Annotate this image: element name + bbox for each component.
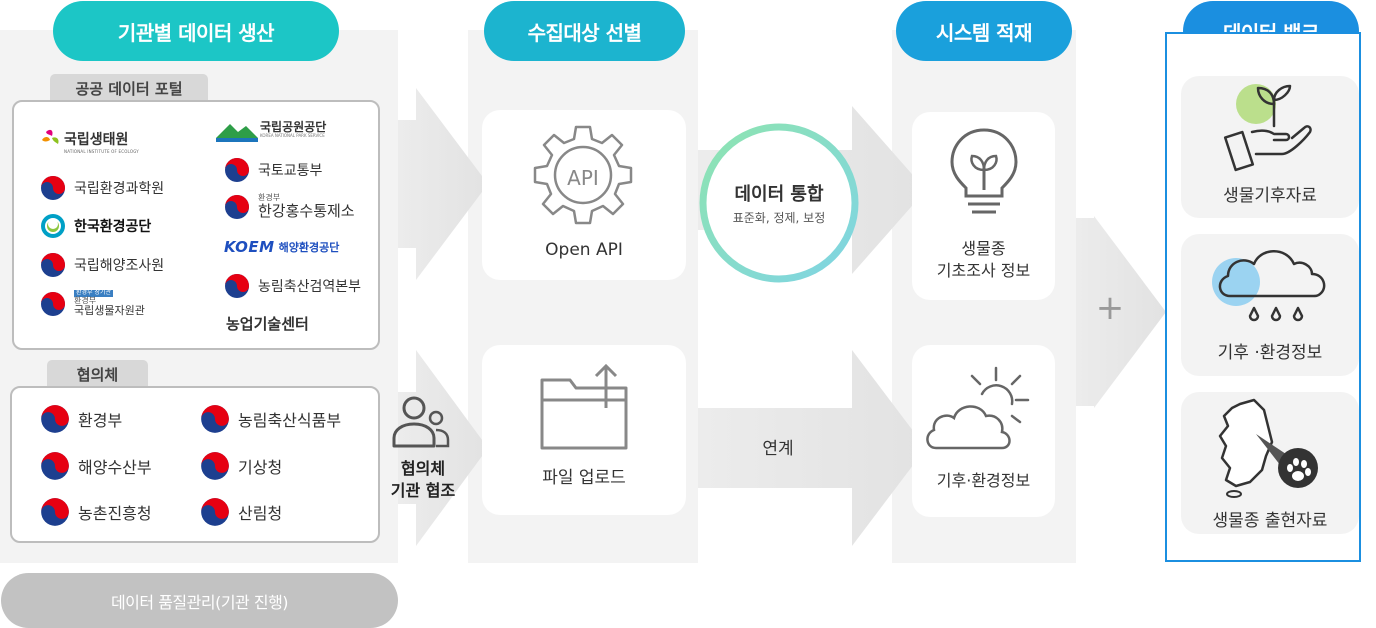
integrate-ring xyxy=(699,123,859,283)
org-nier: 국립환경과학원 xyxy=(40,175,164,201)
rain-cloud-icon xyxy=(1212,250,1326,322)
org-nie: 국립생태원 NATIONAL INSTITUTE OF ECOLOGY xyxy=(40,128,139,154)
keco-logo-icon xyxy=(41,214,65,238)
org-nier-name: 국립환경과학원 xyxy=(74,181,165,197)
knps-logo-icon xyxy=(216,124,258,142)
people-icon xyxy=(392,396,450,448)
cloud-sun-icon xyxy=(926,366,1030,450)
arrow-upload-to-system xyxy=(698,350,926,546)
koem-logo-icon: KOEM xyxy=(224,238,275,256)
org-nibr-tag: 환경부 장기관 xyxy=(74,289,114,297)
arrow-agency-to-api xyxy=(398,88,488,280)
korea-map-paw-icon xyxy=(1218,398,1318,498)
quality-management-badge: 데이터 품질관리(기관 진행) xyxy=(1,573,398,628)
org-molit: 국토교통부 xyxy=(224,157,322,183)
org-hrfco-ministry: 환경부 xyxy=(258,193,281,203)
council-item-mafra: 농림축산식품부 xyxy=(200,404,341,434)
org-nie-name: 국립생태원 xyxy=(64,131,129,148)
coop-label: 협의체 기관 협조 xyxy=(390,459,456,501)
org-nibr-ministry: 환경부 xyxy=(74,295,97,305)
climate-info-label: 기후·환경정보 xyxy=(936,471,1031,490)
integrate-title: 데이터 통합 xyxy=(734,184,824,205)
integrate-subtitle: 표준화, 정제, 보정 xyxy=(732,211,826,225)
taegeuk-icon xyxy=(41,452,69,480)
header-agency-production: 기관별 데이터 생산 xyxy=(53,1,339,61)
card-open-api xyxy=(482,110,686,280)
api-gear-icon xyxy=(533,125,633,225)
arrow-system-to-bank xyxy=(1076,216,1166,408)
plus-sign: + xyxy=(1095,288,1125,328)
taegeuk-icon xyxy=(41,498,69,526)
public-data-portal-panel xyxy=(12,100,380,350)
council-item-label: 농림축산식품부 xyxy=(238,411,342,430)
org-knps-name: 국립공원공단 xyxy=(260,120,327,135)
org-nibr: 환경부 장기관 환경부 국립생물자원관 xyxy=(40,289,145,318)
nie-logo-icon xyxy=(42,129,59,144)
org-knps-sub: KOREA NATIONAL PARK SERVICE xyxy=(260,133,325,139)
lightbulb-sprout-icon xyxy=(950,128,1018,214)
org-nie-sub: NATIONAL INSTITUTE OF ECOLOGY xyxy=(64,148,139,154)
council-item-rda: 농촌진흥청 xyxy=(40,497,152,527)
taegeuk-icon xyxy=(41,405,69,433)
tab-public-data-portal: 공공 데이터 포털 xyxy=(50,74,208,102)
org-qia-name: 농림축산검역본부 xyxy=(258,279,362,295)
header-collection-selection: 수집대상 선별 xyxy=(484,1,685,61)
bank-item-species-occurrence xyxy=(1181,392,1359,534)
plant-hand-icon xyxy=(1223,84,1312,172)
folder-upload-icon xyxy=(540,363,628,450)
bank-item-climate-env xyxy=(1181,234,1359,376)
council-item-label: 농촌진흥청 xyxy=(78,504,152,523)
org-koem-name: 해양환경공단 xyxy=(278,241,340,254)
api-badge: API xyxy=(567,166,599,190)
org-hrfco: 환경부 한강홍수통제소 xyxy=(224,194,355,220)
taegeuk-icon xyxy=(201,452,229,480)
taegeuk-icon xyxy=(41,291,65,316)
bank-item-climate-env-label: 기후 ·환경정보 xyxy=(1217,343,1323,363)
org-khoa-name: 국립해양조사원 xyxy=(74,258,165,274)
council-item-label: 해양수산부 xyxy=(78,458,152,477)
org-nibr-name: 국립생물자원관 xyxy=(74,304,145,318)
org-khoa: 국립해양조사원 xyxy=(40,252,164,278)
species-survey-label: 생물종 기초조사 정보 xyxy=(936,239,1031,281)
org-qia: 농림축산검역본부 xyxy=(224,273,361,299)
org-molit-name: 국토교통부 xyxy=(258,163,323,179)
file-upload-label: 파일 업로드 xyxy=(542,468,626,488)
council-item-mof: 해양수산부 xyxy=(40,451,152,481)
taegeuk-icon xyxy=(225,158,249,182)
taegeuk-icon xyxy=(225,274,249,298)
card-file-upload xyxy=(482,345,686,515)
org-keco: 한국환경공단 xyxy=(40,213,151,239)
bank-item-bio-climate-label: 생물기후자료 xyxy=(1223,186,1317,206)
council-item-kfs: 산림청 xyxy=(200,497,282,527)
org-hrfco-name: 한강홍수통제소 xyxy=(258,202,355,221)
card-species-survey xyxy=(912,112,1055,300)
taegeuk-icon xyxy=(41,176,65,200)
tab-council: 협의체 xyxy=(47,360,148,388)
council-item-kma: 기상청 xyxy=(200,451,282,481)
org-keco-name: 한국환경공단 xyxy=(74,219,152,235)
council-item-me: 환경부 xyxy=(40,404,122,434)
council-panel xyxy=(10,386,380,543)
council-item-label: 환경부 xyxy=(78,411,123,430)
bank-item-species-occurrence-label: 생물종 출현자료 xyxy=(1212,511,1328,531)
council-item-label: 기상청 xyxy=(238,458,283,477)
taegeuk-icon xyxy=(201,498,229,526)
taegeuk-icon xyxy=(201,405,229,433)
taegeuk-icon xyxy=(225,195,249,219)
org-atc: 농업기술센터 xyxy=(226,315,309,333)
taegeuk-icon xyxy=(41,253,65,277)
org-koem: KOEM 해양환경공단 xyxy=(224,238,339,256)
open-api-label: Open API xyxy=(545,240,623,260)
link-label: 연계 xyxy=(762,439,794,459)
council-item-label: 산림청 xyxy=(238,504,283,523)
header-system-load: 시스템 적재 xyxy=(896,1,1072,61)
org-knps: 국립공원공단 KOREA NATIONAL PARK SERVICE xyxy=(216,118,326,142)
